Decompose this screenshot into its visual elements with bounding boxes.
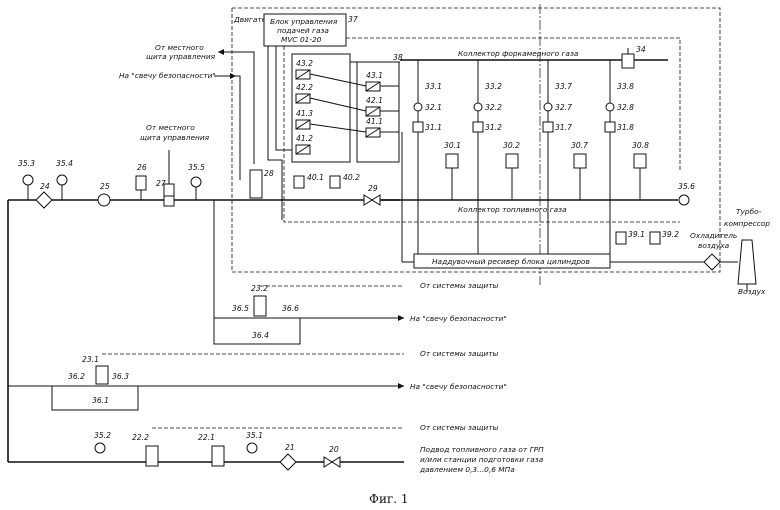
ref-35-4: 35.4 [56, 159, 73, 168]
ref-32-2: 32.2 [485, 103, 502, 112]
ref-41-2: 41.2 [296, 134, 313, 143]
ref-43-2: 43.2 [296, 59, 313, 68]
ref-32-8: 32.8 [617, 103, 634, 112]
cylinder-branch-7: 33.7 32.7 31.7 [543, 60, 572, 200]
ref-28: 28 [264, 169, 274, 178]
safety-candle-1-label: На "свечу безопасности" [119, 71, 216, 80]
protection-2-label: От системы защиты [420, 349, 499, 358]
ref-41-1: 41.1 [366, 117, 383, 126]
ref-24: 24 [40, 182, 50, 191]
ref-40-1: 40.1 [307, 173, 324, 182]
ref-27: 27 [156, 179, 166, 188]
ref-36-6: 36.6 [282, 304, 299, 313]
ref-33-2: 33.2 [485, 82, 502, 91]
injector-30-8: 30.8 [632, 141, 649, 200]
protection-3-label: От системы защиты [420, 423, 499, 432]
ref-30-7: 30.7 [571, 141, 588, 150]
local-panel-1-label-1: От местного [155, 43, 204, 52]
vent-branch-23-2: На "свечу безопасности" 23.2 От системы … [214, 281, 507, 344]
air-cooler: Охладитель воздуха [690, 231, 738, 270]
ref-40-2: 40.2 [343, 173, 360, 182]
sensor-39-1: 39.1 [616, 230, 645, 244]
safety-candle-3-label: На "свечу безопасности" [410, 382, 507, 391]
supply-label-1: Подвод топливного газа от ГРП [420, 445, 544, 454]
supply-label-2: и/или станции подготовки газа [420, 455, 544, 464]
ref-30-2: 30.2 [503, 141, 520, 150]
ref-20: 20 [329, 445, 339, 454]
ref-29: 29 [368, 184, 378, 193]
ref-35-2: 35.2 [94, 431, 111, 440]
ref-35-1: 35.1 [246, 431, 263, 440]
ref-31-2: 31.2 [485, 123, 502, 132]
supply-line: 35.2 22.2 22.1 От системы защиты 35.1 21… [8, 423, 544, 474]
main-gas-line: 35.3 35.4 24 25 26 27 От местного щита у… [8, 123, 695, 208]
control-unit-label-1: Блок управления [270, 17, 338, 26]
cooler-label-1: Охладитель [690, 231, 737, 240]
cylinder-branch-8: 33.8 32.8 31.8 [605, 60, 634, 200]
ref-33-1: 33.1 [425, 82, 442, 91]
turbo-label-2: компрессор [724, 219, 770, 228]
local-panel-2-label-1: От местного [146, 123, 195, 132]
vent-branch-23-1: На "свечу безопасности" 23.1 От системы … [8, 349, 507, 410]
local-panel-2-label-2: щита управления [140, 133, 210, 142]
cylinder-branch-1: 33.1 32.1 31.1 [413, 60, 442, 200]
safety-candle-2-label: На "свечу безопасности" [410, 314, 507, 323]
cooler-label-2: воздуха [698, 241, 730, 250]
ref-39-2: 39.2 [662, 230, 679, 239]
ref-21: 21 [285, 443, 295, 452]
ref-30-1: 30.1 [444, 141, 461, 150]
air-label: Воздух [738, 287, 766, 296]
injector-30-2: 30.2 [503, 141, 520, 200]
ref-35-6: 35.6 [678, 182, 695, 191]
ref-39-1: 39.1 [628, 230, 645, 239]
ref-31-8: 31.8 [617, 123, 634, 132]
ref-42-2: 42.2 [296, 83, 313, 92]
ref-23-1: 23.1 [82, 355, 99, 364]
ref-23-2: 23.2 [251, 284, 268, 293]
ref-36-4: 36.4 [252, 331, 269, 340]
ref-33-7: 33.7 [555, 82, 572, 91]
turbocompressor: Турбо- компрессор Воздух [724, 207, 770, 296]
sensor-39-2: 39.2 [650, 230, 679, 244]
turbo-label-1: Турбо- [736, 207, 762, 216]
ref-25: 25 [100, 182, 110, 191]
supply-label-3: давлением 0,3...0,6 МПа [419, 465, 515, 474]
cylinder-branch-2: 33.2 32.2 31.2 [473, 60, 502, 200]
injector-30-7: 30.7 [571, 141, 588, 200]
injector-30-1: 30.1 [444, 141, 461, 200]
ref-36-2: 36.2 [68, 372, 85, 381]
ref-31-7: 31.7 [555, 123, 572, 132]
ref-31-1: 31.1 [425, 123, 442, 132]
ref-37: 37 [348, 15, 358, 24]
ref-22-2: 22.2 [132, 433, 149, 442]
ref-42-1: 42.1 [366, 96, 383, 105]
ref-43-1: 43.1 [366, 71, 383, 80]
prechamber-collector-label: Коллектор форкамерного газа [458, 49, 579, 58]
ref-30-8: 30.8 [632, 141, 649, 150]
ref-36-3: 36.3 [112, 372, 129, 381]
control-unit-label-2: подачей газа [277, 26, 329, 35]
ref-32-1: 32.1 [425, 103, 442, 112]
prechamber-collector: Коллектор форкамерного газа 34 [400, 45, 668, 68]
ref-26: 26 [137, 163, 147, 172]
ref-35-5: 35.5 [188, 163, 205, 172]
ref-41-3: 41.3 [296, 109, 313, 118]
local-panel-1-label-2: щита управления [146, 52, 216, 61]
ref-32-7: 32.7 [555, 103, 572, 112]
ref-36-1: 36.1 [92, 396, 109, 405]
ref-36-5: 36.5 [232, 304, 249, 313]
protection-1-label: От системы защиты [420, 281, 499, 290]
fuel-collector: Коллектор топливного газа [380, 200, 678, 214]
ref-33-8: 33.8 [617, 82, 634, 91]
fuel-collector-label: Коллектор топливного газа [458, 205, 567, 214]
solenoid-block: 38 43.2 42.2 41.3 41.2 43.1 [292, 53, 403, 162]
ref-35-3: 35.3 [18, 159, 35, 168]
ref-34: 34 [636, 45, 646, 54]
ref-22-1: 22.1 [198, 433, 215, 442]
receiver-label: Наддувочный ресивер блока цилиндров [432, 257, 590, 266]
control-unit-label-3: MVC 01-20 [281, 35, 322, 44]
figure-caption: Фиг. 1 [369, 492, 409, 506]
